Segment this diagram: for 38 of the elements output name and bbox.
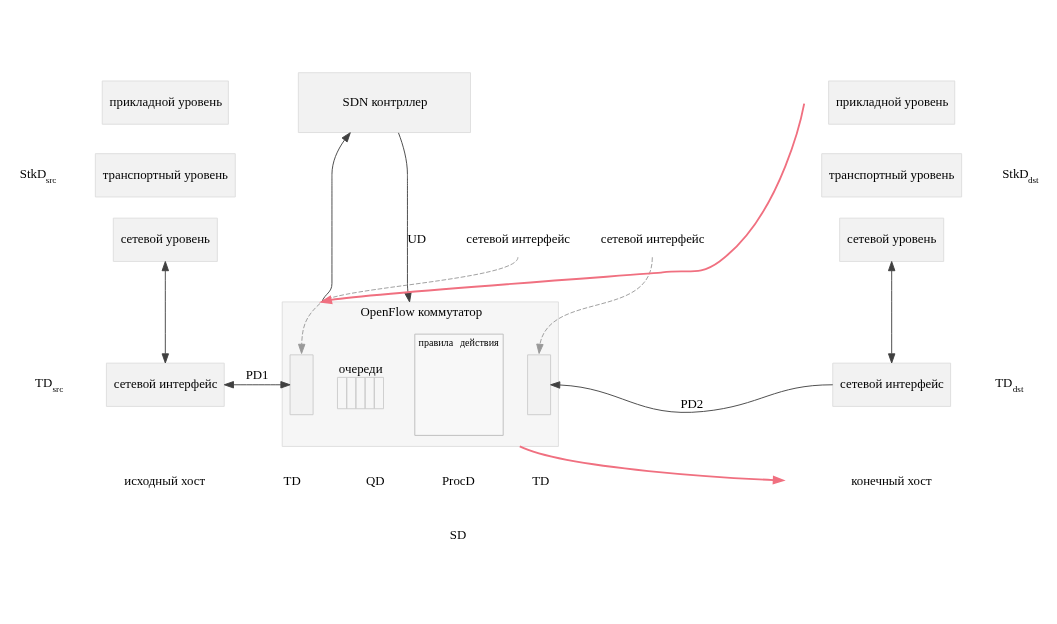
label: TD: [283, 473, 301, 488]
node-box: транспортный уровень: [94, 152, 236, 197]
edge-label: PD1: [245, 367, 269, 382]
label: StkD$_{dst}$: [1002, 166, 1039, 185]
edge-label: PD2: [680, 396, 704, 411]
arrow: [888, 260, 896, 363]
arrow: [298, 256, 519, 354]
label: ProcD: [441, 473, 475, 488]
label: конечный хост: [851, 473, 932, 488]
node-box: сетевой уровень: [112, 217, 218, 262]
node-text: сетевой интерфейс: [600, 231, 705, 246]
arrow: [518, 445, 786, 485]
edge-label: UD: [407, 231, 427, 246]
label: исходный хост: [124, 473, 206, 488]
node-box: транспортный уровень: [821, 152, 963, 197]
node-box: прикладной уровень: [101, 80, 229, 125]
node-box: SDN контрллер: [297, 71, 471, 133]
arrow: [161, 260, 169, 363]
arrow: [321, 131, 351, 302]
node-text: сетевой интерфейс: [466, 231, 571, 246]
arrow: [536, 256, 653, 354]
arrow: [319, 102, 806, 304]
label: StkD$_{src}$: [19, 166, 57, 185]
node-box: сетевой уровень: [839, 217, 945, 262]
label: QD: [366, 473, 385, 488]
label: TD$_{dst}$: [995, 375, 1024, 394]
label: TD: [532, 473, 550, 488]
node-box: [289, 353, 314, 415]
arrow: [223, 380, 291, 388]
arrow: [550, 380, 834, 413]
node-box: [527, 353, 552, 415]
node-label: очереди: [338, 361, 383, 376]
arrow: [398, 131, 412, 302]
label: SD: [449, 527, 467, 542]
node-box: прикладной уровень: [828, 80, 956, 125]
node-box: сетевой интерфейс: [105, 362, 225, 407]
label: TD$_{src}$: [35, 375, 64, 394]
node-box: сетевой интерфейс: [832, 362, 952, 407]
